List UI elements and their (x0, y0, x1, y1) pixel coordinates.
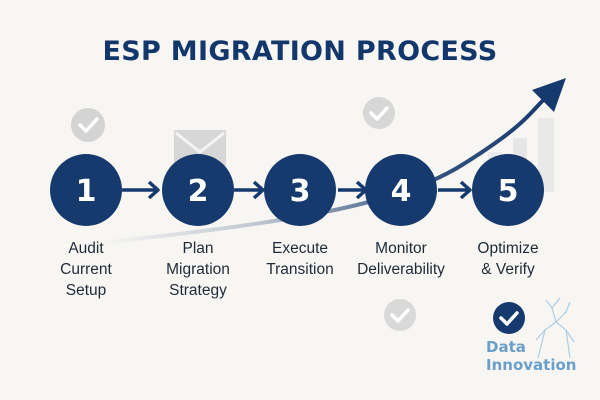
check-icon (363, 97, 395, 129)
step-4-label: Monitor Deliverability (357, 240, 445, 278)
connector-arrow (438, 180, 472, 200)
step-5-label: Optimize & Verify (477, 240, 539, 278)
connector-arrow (234, 180, 265, 200)
step-1-node: 1 (50, 154, 122, 226)
brand-line-1: Data (486, 338, 526, 356)
check-icon (71, 108, 105, 142)
step-2-label: Plan Migration Strategy (166, 240, 230, 299)
step-3-label: Execute Transition (266, 240, 334, 278)
step-number: 1 (76, 174, 97, 209)
step-number: 3 (290, 174, 311, 209)
step-number: 4 (391, 174, 412, 209)
step-number: 2 (188, 174, 209, 209)
step-number: 5 (498, 174, 519, 209)
step-5-node: 5 (472, 154, 544, 226)
step-1-label: Audit Current Setup (60, 240, 112, 299)
step-4-node: 4 (365, 154, 437, 226)
check-badge-icon (493, 302, 525, 334)
check-icon (384, 299, 416, 331)
connector-arrow (122, 180, 160, 200)
deer-sketch-icon (535, 297, 575, 359)
page-title: ESP MIGRATION PROCESS (102, 36, 498, 67)
brand-line-2: Innovation (486, 356, 577, 374)
step-3-node: 3 (264, 154, 336, 226)
brand-logo: Data Innovation (486, 338, 576, 374)
connector-arrow (338, 180, 368, 200)
step-2-node: 2 (162, 154, 234, 226)
